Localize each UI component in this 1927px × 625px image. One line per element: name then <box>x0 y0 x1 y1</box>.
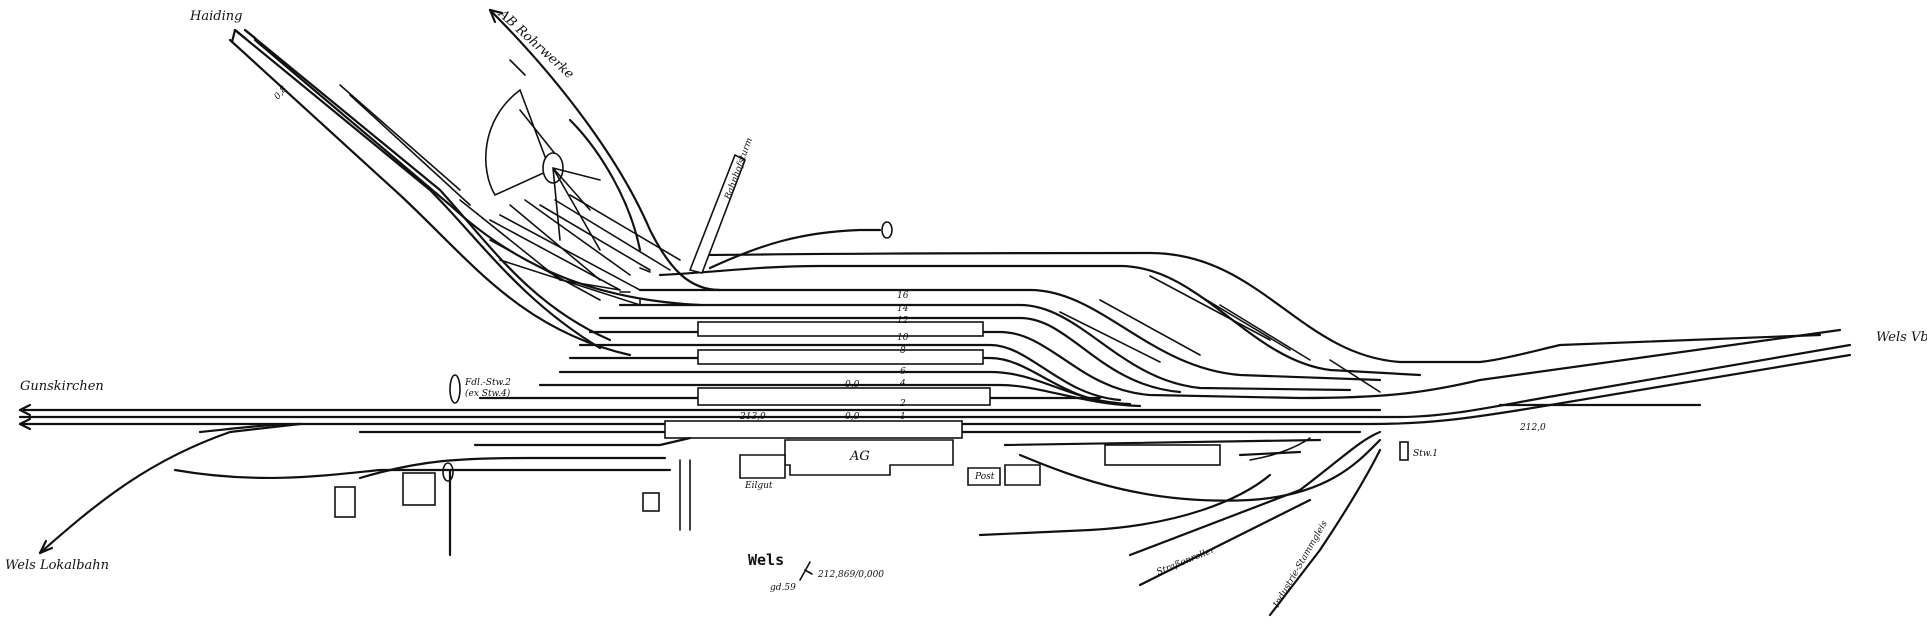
haiding-label: Haiding <box>189 9 242 24</box>
platform-10-8 <box>697 321 984 337</box>
haiding-line <box>228 28 702 357</box>
gunskirchen-label: Gunskirchen <box>20 379 104 394</box>
rohrwerke-branch <box>485 8 722 306</box>
rohrwerke-label: AB Rohrwerke <box>495 6 577 82</box>
track-2-label: 2 <box>899 399 906 409</box>
wels-vbf-label: Wels Vbf <box>1876 330 1927 345</box>
main-line-tracks <box>18 343 1852 434</box>
km-haiding-label: 0,8 <box>273 84 290 102</box>
track-number-labels: 16 14 12 10 8 6 4 2 1 <box>897 291 909 422</box>
track-14-label: 14 <box>897 304 909 314</box>
track-12-label: 12 <box>897 316 909 326</box>
post-label: Post <box>974 472 995 482</box>
lower-tracks <box>38 422 1382 617</box>
platforms <box>664 321 991 439</box>
stellwerk2-sub-label: (ex Stw.4) <box>465 388 511 399</box>
km-west-label: 213,0 <box>739 412 766 422</box>
bahnhofsturm-label: Bahnhofsturm <box>723 137 755 202</box>
buildings <box>334 374 1409 518</box>
platform-6-4 <box>697 349 984 365</box>
track-1-label: 1 <box>900 412 906 422</box>
eilgut-label: Eilgut <box>744 481 773 491</box>
stellwerk2-label: Fdl.-Stw.2 <box>464 378 511 388</box>
track-6-label: 6 <box>900 367 906 377</box>
title-block: Wels 212,869/0,000 gd.59 <box>748 551 884 593</box>
reference-sub: gd.59 <box>770 583 796 593</box>
track-4-label: 4 <box>899 379 906 389</box>
track-10-label: 10 <box>897 333 909 343</box>
station-building-label: AG <box>849 449 870 464</box>
stw1-box <box>1399 441 1409 461</box>
small-shed <box>642 492 660 512</box>
track-8-label: 8 <box>900 346 906 356</box>
km-mid1-label: 0,0 <box>845 380 860 390</box>
platform-1 <box>664 420 963 439</box>
warehouse <box>402 472 436 506</box>
station-name: Wels <box>748 551 784 569</box>
strassenroller-label: Straßenroller <box>1155 545 1217 578</box>
reference-number: 212,869/0,000 <box>817 570 884 580</box>
industrie-label: Industrie-Stammgleis <box>1271 519 1330 610</box>
lower-turntable <box>442 462 454 482</box>
wels-lokalbahn-label: Wels Lokalbahn <box>5 558 109 573</box>
stellwerk1-label: Stw.1 <box>1413 449 1438 459</box>
post-building-1 <box>967 467 1001 486</box>
reference-arrow-icon <box>799 561 813 581</box>
industry-hall <box>1104 444 1221 466</box>
platform-2 <box>697 387 991 406</box>
km-mid2-label: 0,0 <box>845 412 860 422</box>
stw2-box <box>449 374 461 404</box>
bahnhofsturm-area <box>688 153 893 274</box>
km-east-label: 212,0 <box>1519 423 1546 433</box>
lokalbahn-shed <box>334 486 356 518</box>
eilgut-building <box>739 454 786 479</box>
yard-tracks <box>478 251 1842 408</box>
post-building-2 <box>1004 464 1041 486</box>
station-building <box>784 439 954 476</box>
track-16-label: 16 <box>897 291 909 301</box>
